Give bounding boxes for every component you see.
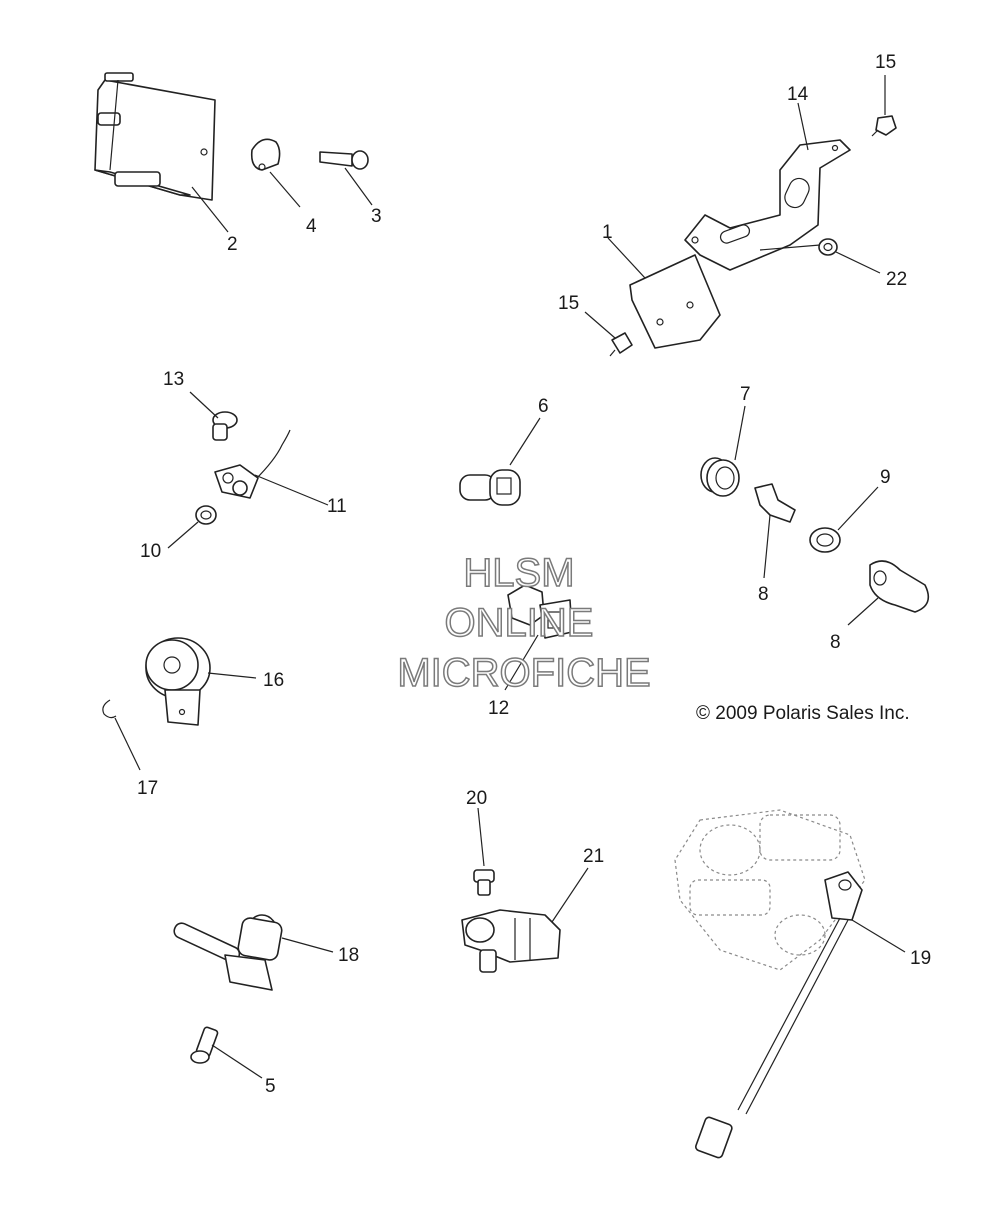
callout-7: 7	[740, 384, 751, 405]
callout-5: 5	[265, 1076, 276, 1097]
part-10-grommet	[195, 505, 217, 525]
watermark-line-2: ONLINE	[445, 601, 594, 645]
callout-10: 10	[140, 541, 161, 562]
callout-3: 3	[371, 206, 382, 227]
part-9-seal	[809, 527, 841, 553]
part-15-screw-top	[871, 115, 897, 137]
part-5-bolt	[190, 1026, 219, 1064]
callout-16: 16	[263, 670, 284, 691]
part-13-bolt	[212, 411, 238, 441]
callout-11: 11	[327, 496, 347, 517]
part-17-e-clip	[102, 699, 117, 719]
callout-13: 13	[163, 369, 184, 390]
part-21-map-sensor	[461, 909, 561, 973]
part-8-actuator	[869, 560, 930, 613]
callout-18: 18	[338, 945, 359, 966]
part-22-nut	[818, 238, 838, 256]
part-1-cover	[629, 254, 721, 349]
part-11-sensor-wire	[214, 429, 291, 499]
callout-4: 4	[306, 216, 317, 237]
callout-15-lower: 15	[558, 293, 579, 314]
part-3-pin	[319, 150, 369, 170]
callout-19: 19	[910, 948, 931, 969]
callout-20: 20	[466, 788, 487, 809]
callout-17: 17	[137, 778, 158, 799]
callout-22: 22	[886, 269, 907, 290]
callout-14: 14	[787, 84, 809, 105]
callout-1: 1	[602, 222, 613, 243]
part-15-screw-lower	[609, 332, 633, 357]
callout-8-clip: 8	[758, 584, 769, 605]
part-12-sensor	[507, 584, 573, 639]
part-7-cap	[700, 457, 740, 497]
part-6-sensor	[459, 469, 521, 506]
callout-15-top: 15	[875, 52, 896, 73]
callout-12: 12	[488, 698, 509, 719]
part-20-bolt	[473, 869, 495, 896]
part-2-ecu-module	[94, 72, 216, 201]
part-8-clip	[754, 483, 796, 523]
callout-21: 21	[583, 846, 604, 867]
watermark-line-3: MICROFICHE	[397, 651, 650, 695]
callout-2: 2	[227, 234, 238, 255]
callout-8-actuator: 8	[830, 632, 841, 653]
watermark-line-1: HLSM	[463, 551, 574, 595]
part-14-bracket	[684, 139, 851, 271]
part-19-throttle-sensor	[674, 809, 866, 1159]
part-4-clamp	[250, 138, 281, 171]
part-18-speed-sensor	[173, 914, 283, 991]
copyright-text: © 2009 Polaris Sales Inc.	[696, 703, 910, 724]
callout-6: 6	[538, 396, 549, 417]
part-16-knock-sensor	[145, 637, 211, 726]
callout-9: 9	[880, 467, 891, 488]
